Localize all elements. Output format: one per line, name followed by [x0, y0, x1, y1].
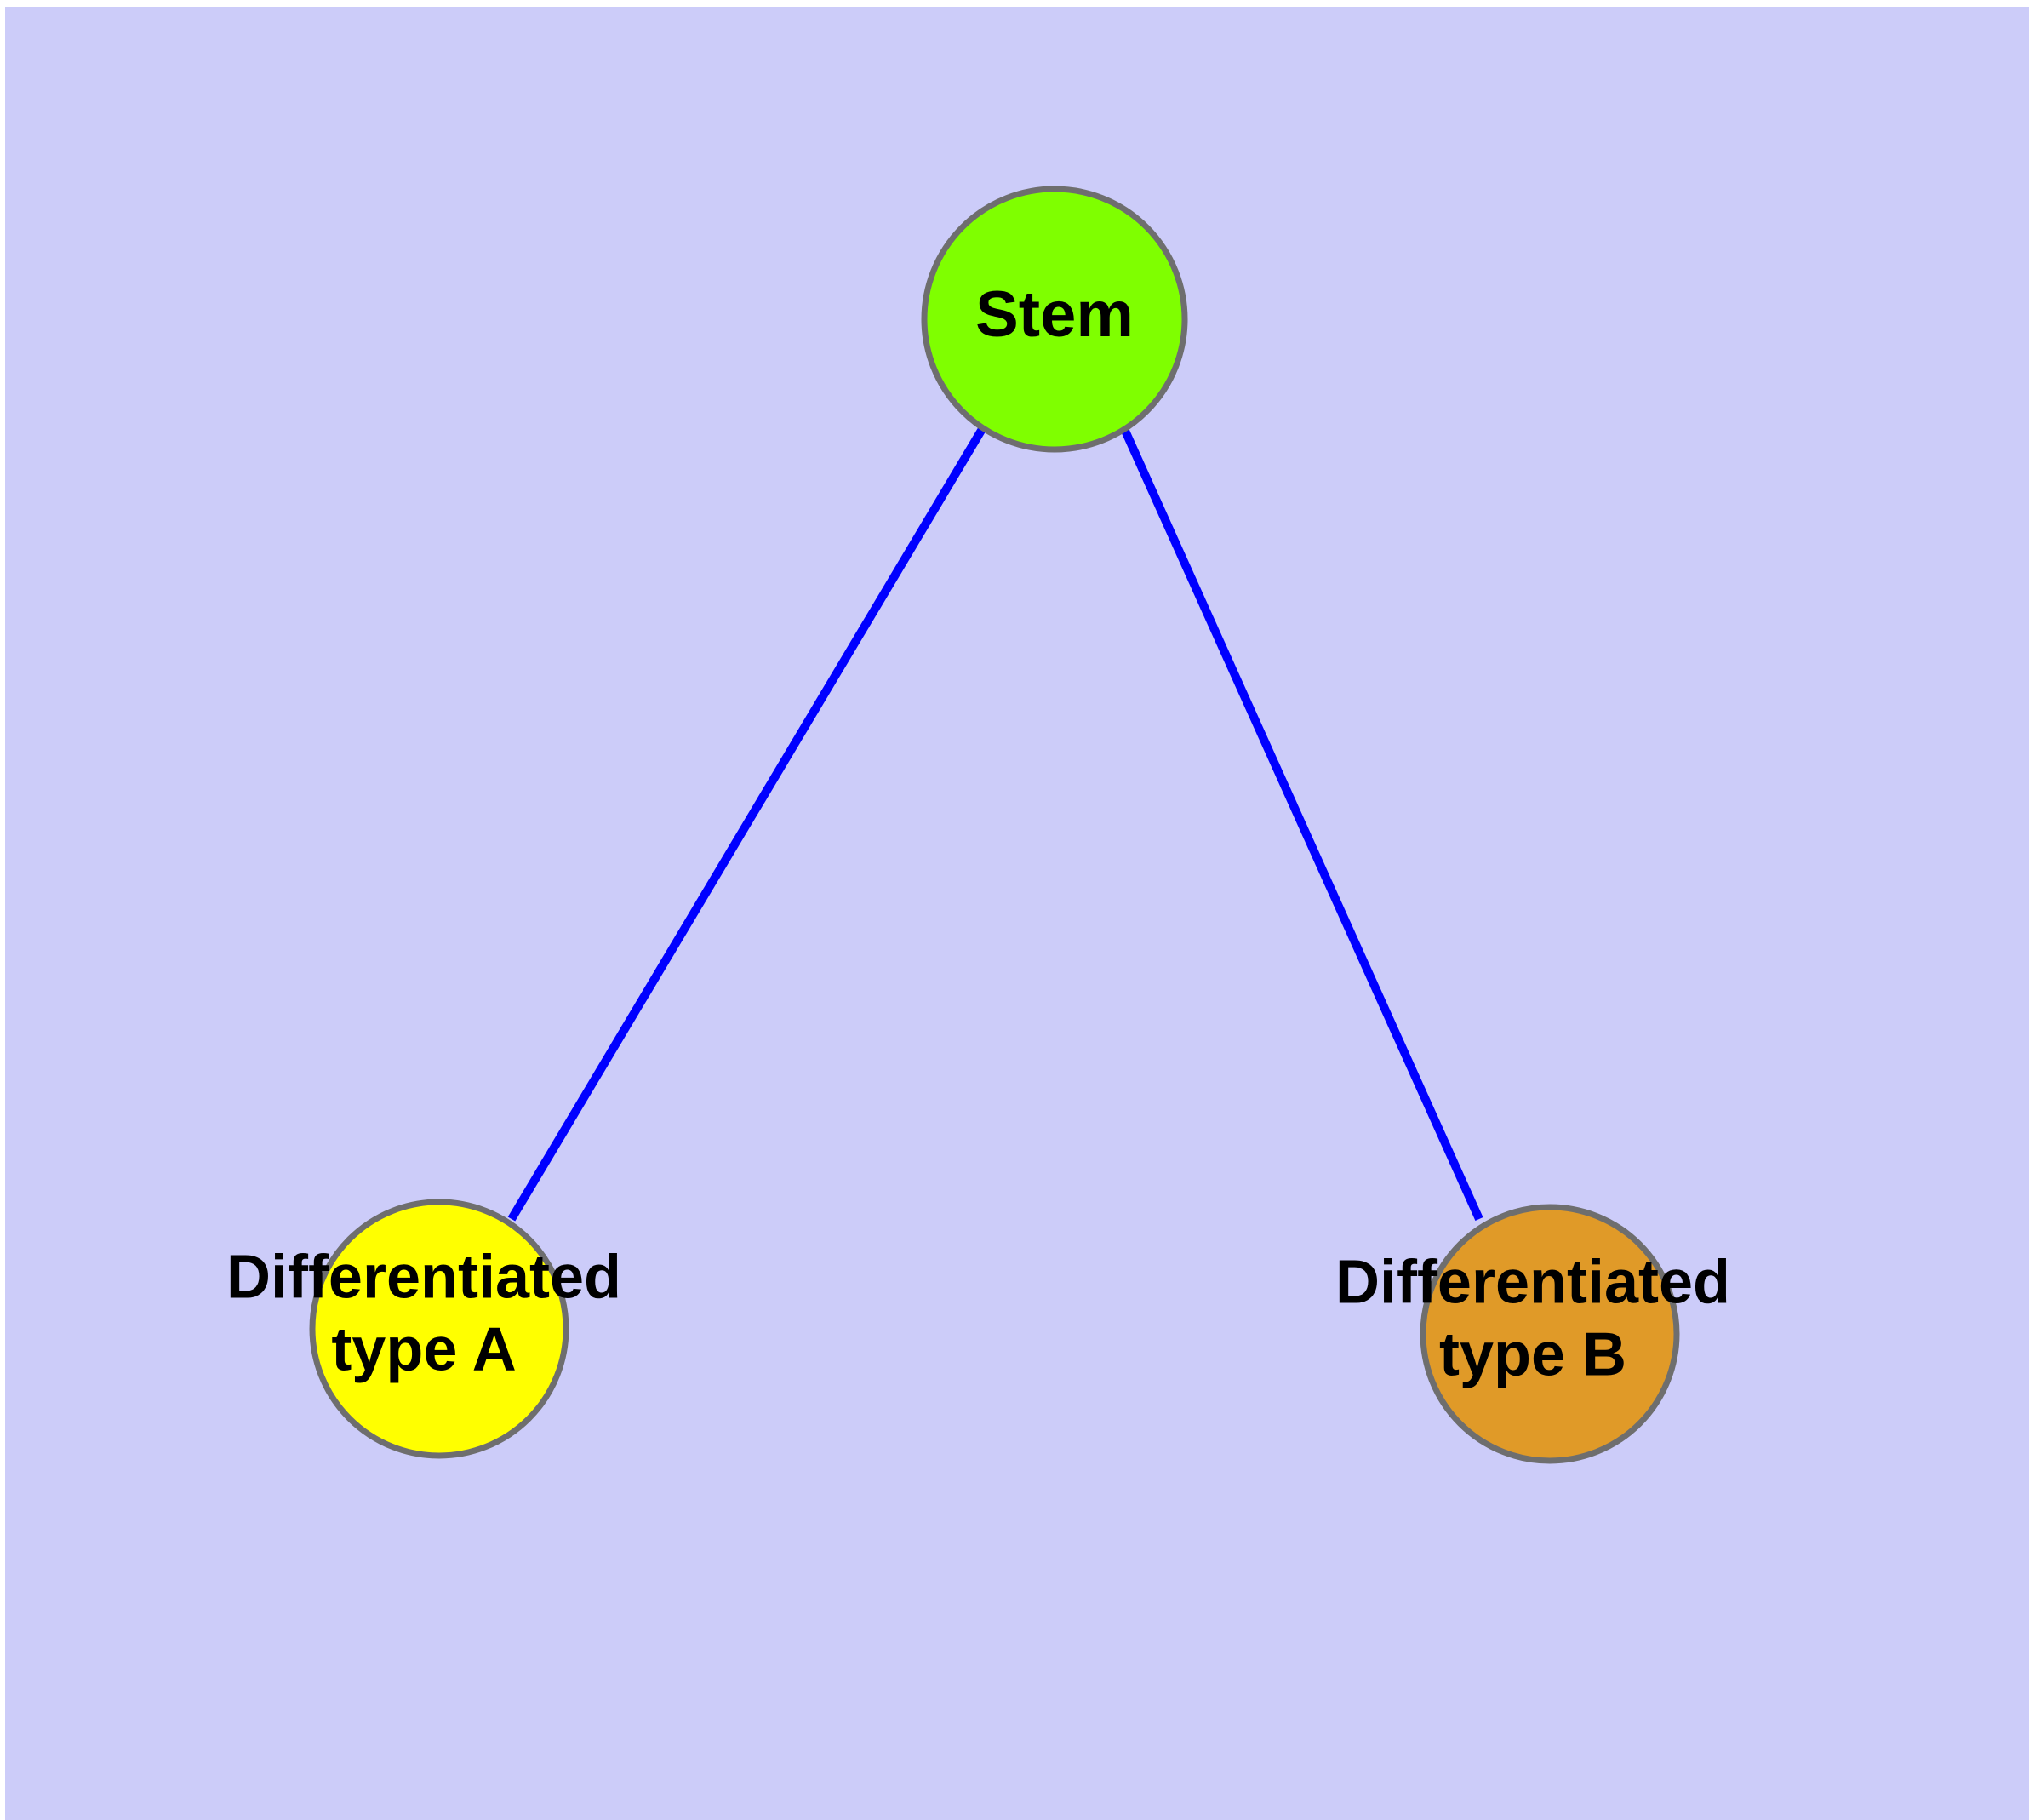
- node-diff-a[interactable]: [309, 1199, 569, 1459]
- node-stem[interactable]: [921, 186, 1188, 453]
- node-label-line: Differentiated: [1335, 1249, 1730, 1317]
- edges-group: [507, 426, 1483, 1222]
- node-diff-b[interactable]: [1420, 1204, 1680, 1464]
- nodes-group: [309, 186, 1680, 1464]
- edge-stem-to-diff-b: [1121, 428, 1483, 1222]
- edge-stem-to-diff-a: [507, 426, 986, 1222]
- node-label-line: type A: [331, 1316, 516, 1384]
- node-label-line: type B: [1439, 1321, 1626, 1389]
- node-label-stem: Stem: [975, 278, 1134, 351]
- node-label-line: Stem: [975, 278, 1134, 351]
- node-label-line: Differentiated: [226, 1244, 621, 1312]
